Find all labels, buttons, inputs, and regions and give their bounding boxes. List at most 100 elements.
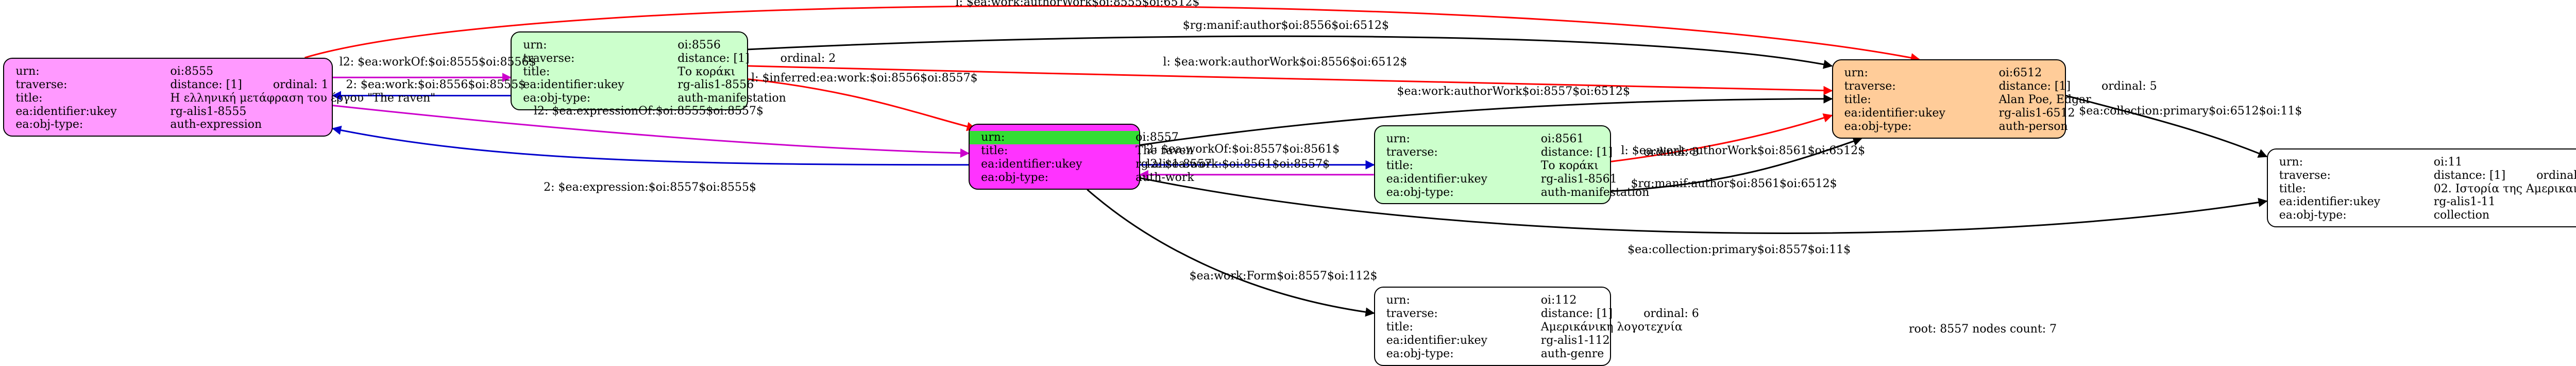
node-value: rg-alis1-8557 xyxy=(1136,157,1212,171)
node-key: ea:identifier:ukey xyxy=(1844,106,1945,120)
node-value-ordinal: ordinal: 2 xyxy=(780,52,836,65)
node-key: urn: xyxy=(2279,155,2303,169)
node-value: oi:112 xyxy=(1540,294,1577,307)
node-row: urn: oi:112 xyxy=(1386,294,1599,307)
node-row: title:Η ελληνική μετάφραση του έργου "Th… xyxy=(15,91,435,105)
node-key: ea:identifier:ukey xyxy=(523,78,624,92)
edge-line xyxy=(1087,189,1375,317)
node-key: ea:identifier:ukey xyxy=(981,157,1082,171)
node-row: ea:obj-type:auth-expression xyxy=(15,118,320,131)
edge-label: $ea:collection:primary$oi:6512$oi:11$ xyxy=(2079,105,2302,118)
node-value-ordinal: ordinal: 1 xyxy=(273,78,329,91)
node-key: urn: xyxy=(15,64,40,78)
edge-label: l2: $ea:expressionOf:$oi:8555$oi:8557$ xyxy=(533,105,764,118)
edge-label: 2: $ea:expression:$oi:8557$oi:8555$ xyxy=(544,180,756,194)
node-key: traverse: xyxy=(2279,169,2331,182)
node-row: urn:oi:6512 xyxy=(1844,66,2054,80)
node-row: ea:obj-type: auth-work xyxy=(981,171,1194,185)
edge-label: $ea:work:authorWork$oi:8557$oi:6512$ xyxy=(1397,85,1630,98)
node-key: urn: xyxy=(981,130,1005,144)
node-value: rg-alis1-8555 xyxy=(170,105,247,118)
edge-line xyxy=(748,35,1833,69)
node-row: urn:oi:8561 xyxy=(1386,132,1599,146)
edge-line xyxy=(2065,95,2268,158)
node-row: ea:obj-type:collection xyxy=(2279,209,2576,222)
node-row: ea:identifier:ukey rg-alis1-8557 xyxy=(981,158,1212,171)
node-row: title:Το κοράκι xyxy=(523,65,735,79)
node-value-ordinal: ordinal: 3 xyxy=(1643,145,1699,159)
node-value: oi:8556 xyxy=(677,38,721,52)
node-value: distance: [1] xyxy=(677,52,750,65)
node-value: Αμερικάνικη λογοτεχνία xyxy=(1540,321,1683,334)
edge-line xyxy=(1611,137,1862,192)
node-value: auth-genre xyxy=(1540,347,1604,360)
node-value: distance: [1] xyxy=(170,78,242,91)
node-value: auth-work xyxy=(1136,171,1194,184)
node-key: traverse: xyxy=(523,52,575,65)
edge-line xyxy=(332,125,969,166)
node-row: urn:oi:8556 xyxy=(523,39,735,52)
node-value: The raven xyxy=(1136,144,1194,157)
node-value: rg-alis1-8561 xyxy=(1540,172,1617,186)
node-key: title: xyxy=(1386,159,1413,172)
node-value: auth-manifestation xyxy=(1540,186,1650,199)
node-key: ea:identifier:ukey xyxy=(1386,172,1487,186)
node-key: ea:obj-type: xyxy=(15,118,83,131)
edge-line xyxy=(748,78,976,131)
node-value: oi:11 xyxy=(2433,155,2463,169)
node-row: ea:identifier:ukey rg-alis1-8556 xyxy=(523,78,754,92)
node-row: title: 02. Ιστορία της Αμερικανικής λογοτ… xyxy=(2279,182,2576,196)
node-value: distance: [1] xyxy=(1540,145,1613,159)
edge-line xyxy=(1611,113,1833,162)
node-value: rg-alis1-8556 xyxy=(677,78,754,92)
node-key: ea:obj-type: xyxy=(1844,120,1912,133)
node-value: distance: [1] xyxy=(1998,80,2071,93)
edge-label: $ea:collection:primary$oi:8557$oi:11$ xyxy=(1628,243,1851,257)
node-key: title: xyxy=(1844,93,1871,106)
node-key: title: xyxy=(2279,182,2306,195)
edge-label: l2: $ea:work:$oi:8561$oi:8557$ xyxy=(1146,157,1330,171)
node-key: urn: xyxy=(1386,294,1410,307)
edge-line xyxy=(1140,94,1833,146)
edge-label: l: $ea:work:authorWork$oi:8556$oi:6512$ xyxy=(1163,55,1408,69)
node-row: ea:obj-type:auth-genre xyxy=(1386,347,1604,361)
node-row: ea:obj-type: auth-manifestation xyxy=(523,92,786,105)
node-key: urn: xyxy=(1844,66,1868,80)
edge-label: 2: $ea:workOf:$oi:8557$oi:8561$ xyxy=(1146,142,1340,156)
node-value: oi:8561 xyxy=(1540,132,1584,145)
node-key: ea:obj-type: xyxy=(1386,186,1454,199)
node-key: title: xyxy=(1386,321,1413,334)
node-key: ea:obj-type: xyxy=(981,171,1049,184)
edge-label: l: $ea:work:authorWork$oi:8561$oi:6512$ xyxy=(1621,144,1866,158)
node-row: traverse: distance: [1] ordinal: 1 xyxy=(15,78,328,92)
node-key: ea:identifier:ukey xyxy=(1386,334,1487,347)
node-key: title: xyxy=(981,144,1008,157)
node-key: title: xyxy=(15,91,43,105)
node-key: ea:obj-type: xyxy=(523,92,591,105)
node-row: title: Αμερικάνικη λογοτεχνία xyxy=(1386,321,1683,334)
node-value: 02. Ιστορία της Αμερικανικής λογοτεχνίας xyxy=(2433,182,2576,195)
node-value: collection xyxy=(2433,209,2490,222)
node-value: distance: [1] xyxy=(1540,307,1613,321)
node-key: traverse: xyxy=(1386,307,1438,321)
node-key: traverse: xyxy=(1386,145,1438,159)
edge-label: l: $ea:work:authorWork$oi:8555$oi:6512$ xyxy=(955,0,1200,9)
node-8555[interactable]: urn: oi:8555 traverse: distance: [1] ordinal… xyxy=(3,57,435,137)
node-value: auth-manifestation xyxy=(677,92,786,105)
edge-label: $rg:manif:author$oi:8556$oi:6512$ xyxy=(1182,19,1389,32)
node-row: traverse:distance: [1]ordinal: 5 xyxy=(1844,80,2157,93)
node-row: ea:identifier:ukey rg-alis1-8561 xyxy=(1386,172,1617,186)
edge-label: 2: $ea:work:$oi:8556$oi:8555$ xyxy=(346,78,526,92)
node-key: traverse: xyxy=(15,78,67,91)
node-key: ea:identifier:ukey xyxy=(15,105,117,118)
node-value: oi:8555 xyxy=(170,64,214,78)
edge-line xyxy=(332,105,970,158)
